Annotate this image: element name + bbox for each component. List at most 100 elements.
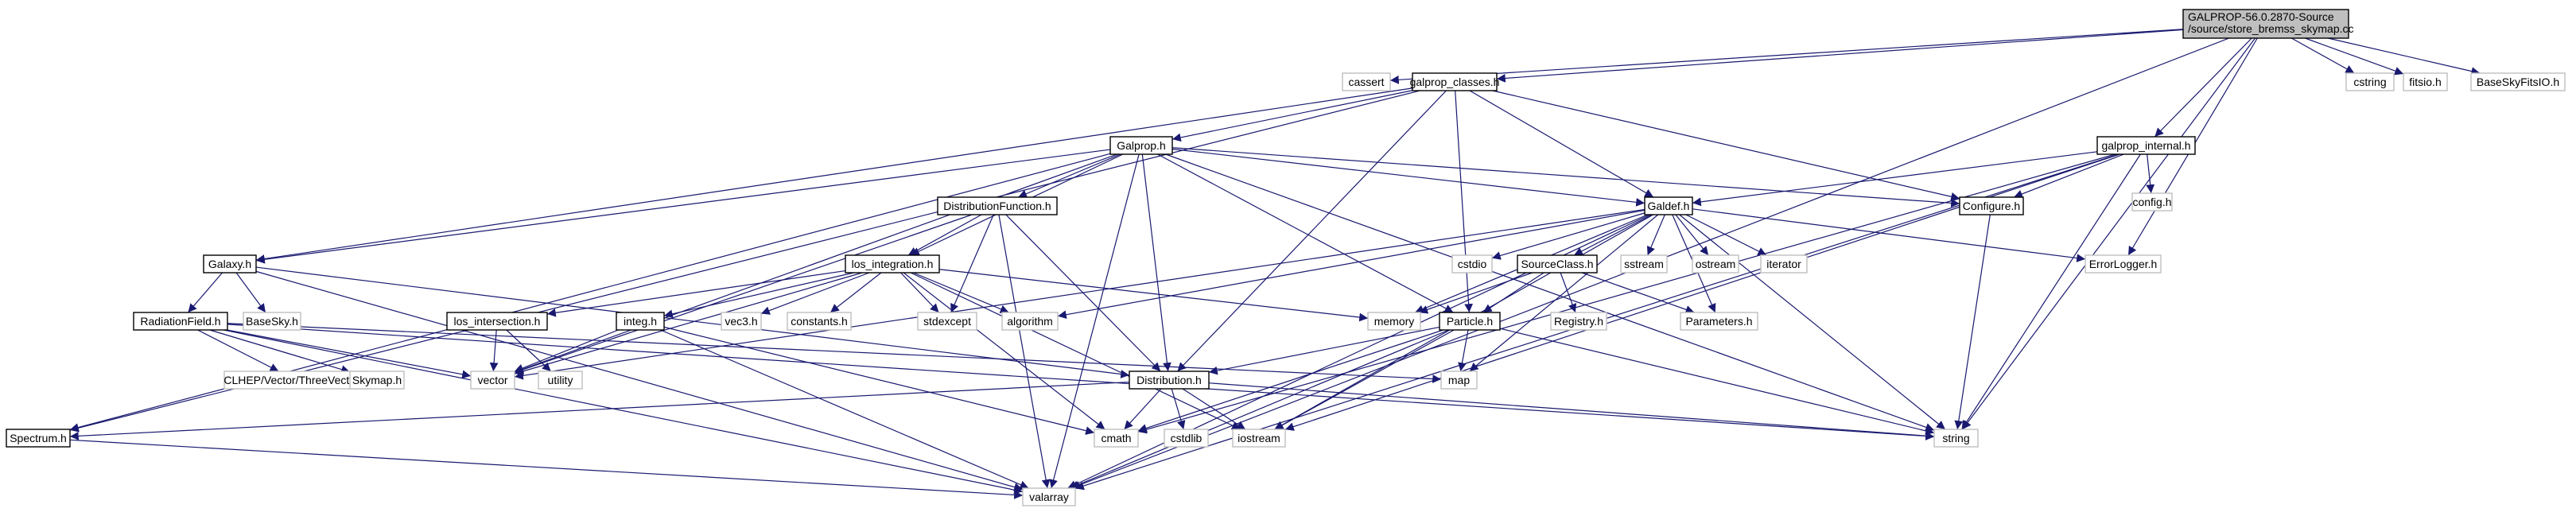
- node-vector: vector: [470, 371, 515, 390]
- node-label: galprop_classes.h: [1410, 76, 1500, 88]
- node-label: Galaxy.h: [208, 258, 251, 270]
- node-label: Parameters.h: [1685, 315, 1752, 328]
- edge-Galprop-to-DistributionFunction: [1017, 153, 1121, 198]
- edge-los_integration-to-constants: [830, 272, 882, 313]
- node-los-intersection[interactable]: los_intersection.h: [446, 312, 548, 331]
- node-label: valarray: [1029, 491, 1069, 503]
- node-Particle[interactable]: Particle.h: [1439, 312, 1501, 331]
- node-box: [1517, 254, 1598, 274]
- node-RadiationField[interactable]: RadiationField.h: [133, 312, 228, 331]
- node-label: CLHEP/Vector/ThreeVector.h: [223, 374, 367, 386]
- node-Galdef[interactable]: Galdef.h: [1644, 196, 1693, 215]
- node-box: [1022, 487, 1076, 506]
- node-box: [243, 312, 301, 331]
- node-box: [1760, 254, 1808, 274]
- edge-DistributionFunction-to-stdexcept: [950, 214, 994, 313]
- node-label: memory: [1374, 315, 1415, 328]
- edge-Galdef-to-vector: [514, 208, 1645, 380]
- edge-root-to-string: [1962, 37, 2256, 430]
- edge-los_intersection-to-utility: [506, 329, 552, 372]
- node-root[interactable]: GALPROP-56.0.2870-Source/source/store_br…: [2182, 9, 2354, 39]
- edge-Galdef-to-ErrorLogger: [1692, 208, 2086, 262]
- edge-root-to-galprop_internal: [2154, 37, 2252, 138]
- edge-galprop_internal-to-config: [2146, 153, 2155, 194]
- node-label: SourceClass.h: [1521, 258, 1593, 270]
- node-fitsio: fitsio.h: [2403, 72, 2448, 91]
- node-label: Galdef.h: [1648, 200, 1690, 212]
- node-label: cstdlib: [1171, 432, 1203, 444]
- node-iostream: iostream: [1232, 429, 1286, 448]
- edge-RadiationField-to-map: [227, 323, 1442, 383]
- node-box: [1367, 312, 1421, 331]
- node-string: string: [1933, 429, 1979, 448]
- node-integ[interactable]: integ.h: [616, 312, 665, 331]
- node-ThreeVector: CLHEP/Vector/ThreeVector.h: [223, 371, 368, 390]
- node-Configure[interactable]: Configure.h: [1959, 196, 2024, 215]
- node-box: [2131, 192, 2173, 211]
- node-utility: utility: [538, 371, 583, 390]
- node-box: [203, 254, 257, 274]
- edge-galprop_classes-to-Particle: [1455, 90, 1474, 313]
- edge-RadiationField-to-vector: [227, 329, 472, 379]
- node-label: sstream: [1624, 258, 1664, 270]
- edge-galprop_internal-to-Galdef: [1692, 151, 2098, 207]
- node-label-line: GALPROP-56.0.2870-Source: [2188, 10, 2334, 23]
- node-label: map: [1448, 374, 1470, 386]
- node-label: ostream: [1696, 258, 1736, 270]
- edge-SourceClass-to-Particle: [1482, 272, 1544, 313]
- edge-Galdef-to-map: [1469, 214, 1659, 372]
- node-Galaxy[interactable]: Galaxy.h: [203, 254, 257, 274]
- node-label: stdexcept: [923, 315, 971, 328]
- node-SourceClass[interactable]: SourceClass.h: [1517, 254, 1598, 274]
- edge-galprop_classes-to-Galprop: [1171, 90, 1413, 142]
- node-label: Configure.h: [1963, 200, 2020, 212]
- node-label: los_integration.h: [852, 258, 934, 270]
- node-box: [1680, 312, 1758, 331]
- edge-Galaxy-to-RadiationField: [188, 272, 223, 313]
- edge-Distribution-to-Spectrum: [69, 381, 1130, 440]
- edge-integ-to-valarray: [660, 329, 1029, 489]
- node-box: [1094, 429, 1139, 448]
- node-algorithm: algorithm: [1001, 312, 1059, 331]
- node-box: [1109, 136, 1173, 155]
- node-box: [721, 312, 762, 331]
- node-label: Spectrum.h: [10, 432, 67, 444]
- edge-Galprop-to-vector: [514, 153, 1117, 374]
- node-galprop-internal[interactable]: galprop_internal.h: [2096, 136, 2196, 155]
- edge-los_integration-to-stdexcept: [900, 272, 939, 313]
- edge-Galprop-to-string: [1165, 153, 1935, 432]
- edge-galprop_internal-to-iostream: [1284, 153, 2120, 431]
- edge-Galdef-to-string: [1679, 214, 1946, 430]
- node-galprop-classes[interactable]: galprop_classes.h: [1410, 72, 1500, 91]
- node-Galprop[interactable]: Galprop.h: [1109, 136, 1173, 155]
- edge-Distribution-to-string: [1208, 382, 1935, 440]
- edge-Galprop-to-Configure: [1171, 147, 1960, 208]
- node-Spectrum[interactable]: Spectrum.h: [6, 429, 71, 448]
- node-label: RadiationField.h: [140, 315, 220, 328]
- node-vec3: vec3.h: [721, 312, 762, 331]
- node-DistributionFunction[interactable]: DistributionFunction.h: [937, 196, 1058, 215]
- node-los-integration[interactable]: los_integration.h: [845, 254, 940, 274]
- edge-root-to-galprop_classes: [1496, 29, 2184, 83]
- node-Distribution[interactable]: Distribution.h: [1129, 371, 1210, 390]
- node-box: [2470, 72, 2566, 91]
- edge-root-to-fitsio: [2305, 37, 2404, 76]
- node-stdexcept: stdexcept: [917, 312, 977, 331]
- edge-Particle-to-cmath: [1137, 329, 1443, 433]
- node-constants: constants.h: [787, 312, 852, 331]
- node-label: string: [1942, 432, 1969, 444]
- node-box: [1550, 312, 1607, 331]
- node-box: [538, 371, 583, 390]
- node-box: [1620, 254, 1668, 274]
- edge-Galaxy-to-BaseSky: [235, 272, 266, 313]
- node-box: [1959, 196, 2024, 215]
- node-label: vector: [477, 374, 507, 386]
- edge-RadiationField-to-ThreeVector: [197, 329, 279, 372]
- node-box: [937, 196, 1058, 215]
- edge-Particle-to-string: [1499, 328, 1935, 436]
- edge-Galaxy-to-valarray: [255, 270, 1024, 491]
- edge-Configure-to-string: [1954, 214, 1991, 430]
- edge-Galprop-to-Particle: [1157, 153, 1454, 313]
- node-box: [1440, 371, 1478, 390]
- edge-galprop_internal-to-string: [1961, 153, 2141, 430]
